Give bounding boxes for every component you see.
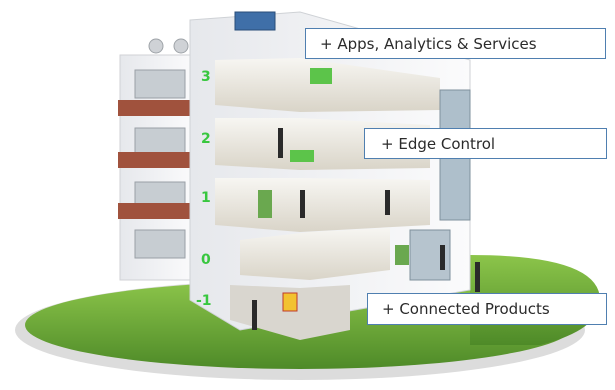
callout-connected-products: + Connected Products	[367, 293, 607, 325]
main-building	[189, 11, 480, 340]
floor-number-minus-1: -1	[196, 293, 212, 309]
callout-products-label: + Connected Products	[382, 300, 550, 318]
floor-number-1: 1	[201, 190, 211, 206]
floor-number-0: 0	[201, 252, 211, 268]
callout-edge-control: + Edge Control	[364, 128, 607, 159]
floor-numbers: 3 2 1 0 -1	[196, 69, 212, 309]
callout-edge-label: + Edge Control	[381, 134, 496, 153]
floor-number-2: 2	[201, 131, 211, 147]
callout-apps-analytics-services: + Apps, Analytics & Services	[305, 28, 606, 59]
left-tower	[118, 38, 196, 281]
callout-apps-label: + Apps, Analytics & Services	[320, 34, 537, 53]
floor-number-3: 3	[201, 69, 211, 85]
